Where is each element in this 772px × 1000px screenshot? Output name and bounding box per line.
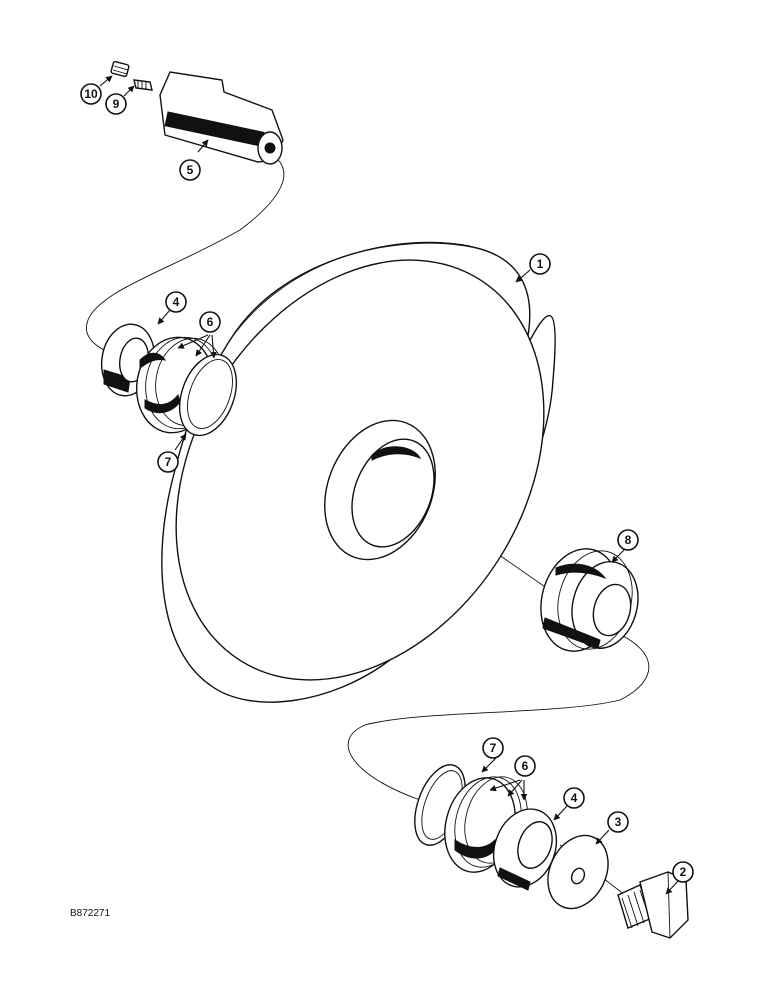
callout-6-upper-label: 6 <box>207 315 214 329</box>
callout-10: 10 <box>80 83 102 105</box>
callout-2: 2 <box>672 861 694 883</box>
callout-7-lower: 7 <box>482 737 504 759</box>
callout-5-label: 5 <box>187 163 194 177</box>
callout-1-label: 1 <box>537 257 544 271</box>
callout-2-label: 2 <box>680 865 687 879</box>
callout-6-upper: 6 <box>199 311 221 333</box>
lower-seal-group <box>414 764 609 910</box>
callout-7-lower-label: 7 <box>490 741 497 755</box>
callout-3: 3 <box>607 811 629 833</box>
leader-lines <box>99 75 680 895</box>
callout-6-lower-label: 6 <box>522 759 529 773</box>
callout-5: 5 <box>179 159 201 181</box>
callout-7-upper: 7 <box>157 451 179 473</box>
callout-7-upper-label: 7 <box>165 455 172 469</box>
callout-4-upper: 4 <box>165 291 187 313</box>
callout-9-label: 9 <box>113 97 120 111</box>
callout-3-label: 3 <box>615 815 622 829</box>
grease-fitting-part <box>133 79 153 91</box>
callout-6-lower: 6 <box>514 755 536 777</box>
plug-part <box>110 60 130 78</box>
callout-8-label: 8 <box>625 533 632 547</box>
callout-4-lower-label: 4 <box>571 791 578 805</box>
callout-8: 8 <box>617 529 639 551</box>
callout-10-label: 10 <box>84 87 98 101</box>
hub-seal-part <box>540 548 639 652</box>
shaft-part <box>159 71 284 165</box>
callout-9: 9 <box>105 93 127 115</box>
callout-1: 1 <box>529 253 551 275</box>
figure-id: B872271 <box>70 908 110 919</box>
callout-4-lower: 4 <box>563 787 585 809</box>
upper-seal-group <box>100 323 238 437</box>
callout-4-upper-label: 4 <box>173 295 180 309</box>
bolt-part <box>617 871 689 939</box>
idler-wheel-part <box>161 241 556 703</box>
